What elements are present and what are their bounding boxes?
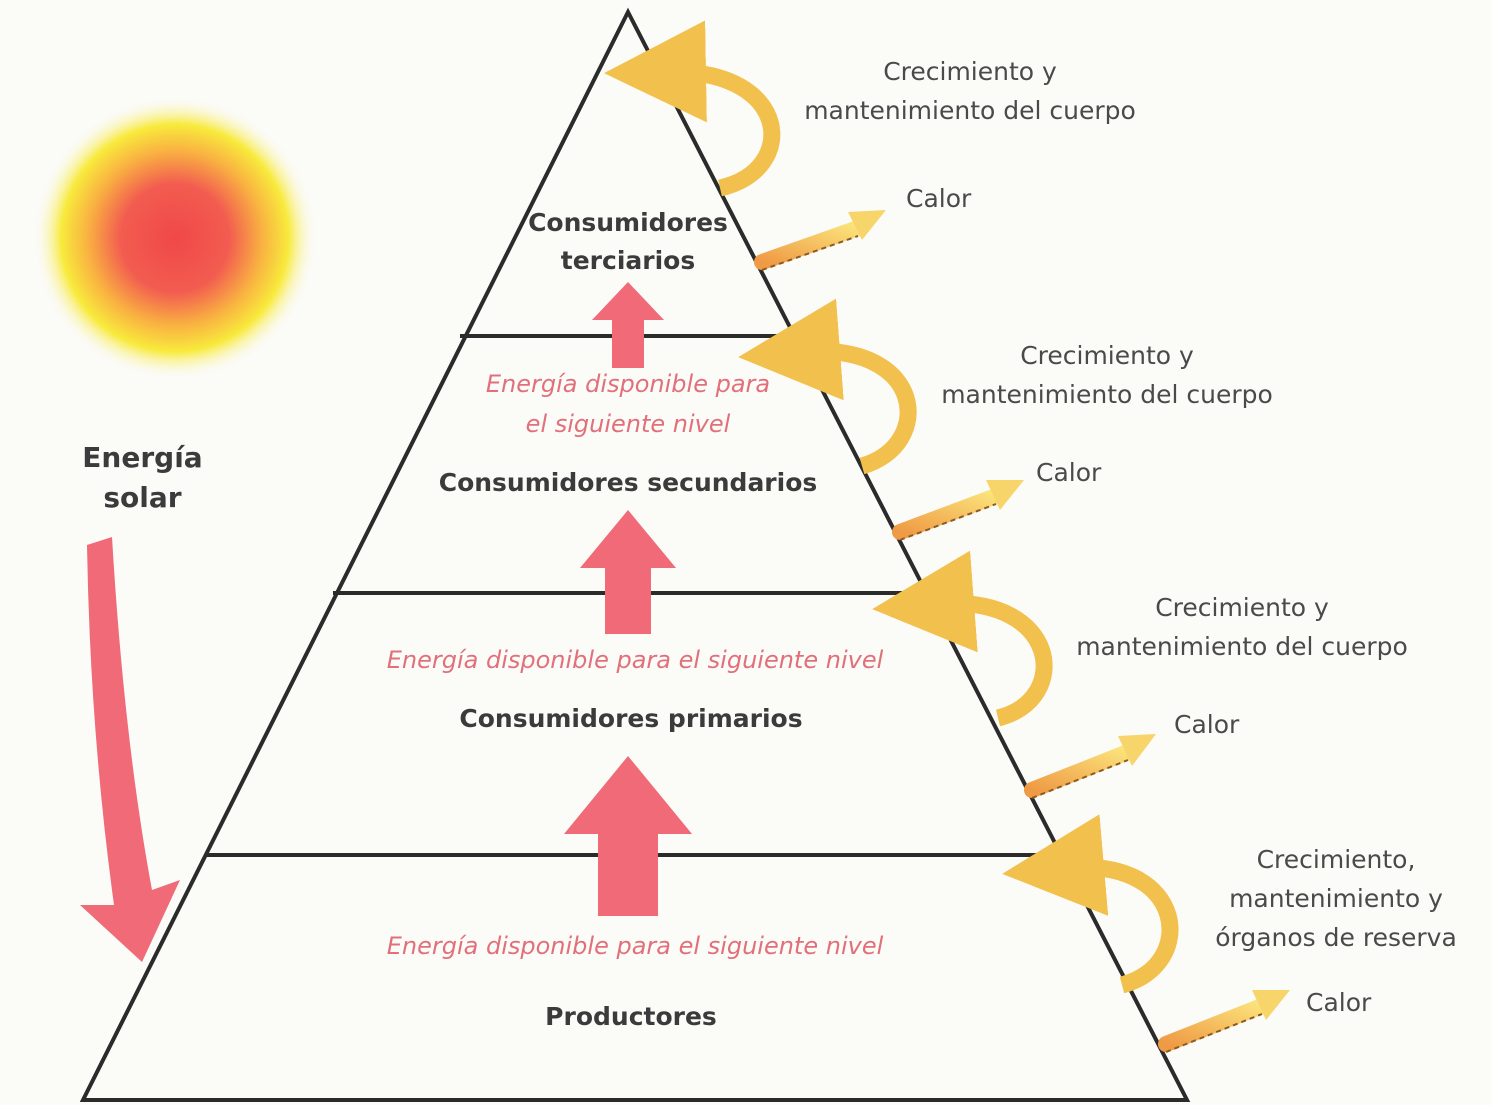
growth-arrow-2	[738, 298, 917, 475]
growth-arrow-1	[604, 20, 781, 197]
growth-label-4: Crecimiento, mantenimiento y órganos de …	[1215, 845, 1457, 952]
growth-label-1: Crecimiento y mantenimiento del cuerpo	[804, 57, 1136, 125]
sun	[33, 96, 317, 380]
energy-available-label-1: Energía disponible para el siguiente niv…	[485, 370, 771, 438]
growth-arrow-4	[1002, 814, 1179, 994]
solar-energy-label: Energía solar	[82, 441, 203, 514]
heat-label-1: Calor	[906, 184, 972, 213]
heat-label-2: Calor	[1036, 458, 1102, 487]
heat-arrow-1	[754, 210, 886, 271]
energy-available-label-3: Energía disponible para el siguiente niv…	[386, 932, 884, 960]
energy-up-arrow-1	[592, 282, 664, 368]
level-primary-consumers: Consumidores primarios	[459, 704, 803, 733]
energy-up-arrow-3	[564, 756, 692, 916]
heat-arrow-4	[1158, 990, 1290, 1053]
level-secondary-consumers: Consumidores secundarios	[438, 468, 818, 497]
level-producers: Productores	[545, 1002, 717, 1031]
heat-label-3: Calor	[1174, 710, 1240, 739]
heat-arrow-3	[1024, 734, 1156, 799]
level-tertiary-consumers: Consumidores terciarios	[528, 208, 728, 275]
growth-arrow-3	[872, 550, 1053, 727]
heat-label-4: Calor	[1306, 988, 1372, 1017]
energy-up-arrow-2	[580, 510, 676, 634]
energy-available-label-2: Energía disponible para el siguiente niv…	[386, 646, 884, 674]
solar-energy-arrow	[80, 537, 180, 962]
growth-label-2: Crecimiento y mantenimiento del cuerpo	[941, 341, 1273, 409]
growth-label-3: Crecimiento y mantenimiento del cuerpo	[1076, 593, 1408, 661]
heat-arrow-2	[892, 480, 1024, 541]
